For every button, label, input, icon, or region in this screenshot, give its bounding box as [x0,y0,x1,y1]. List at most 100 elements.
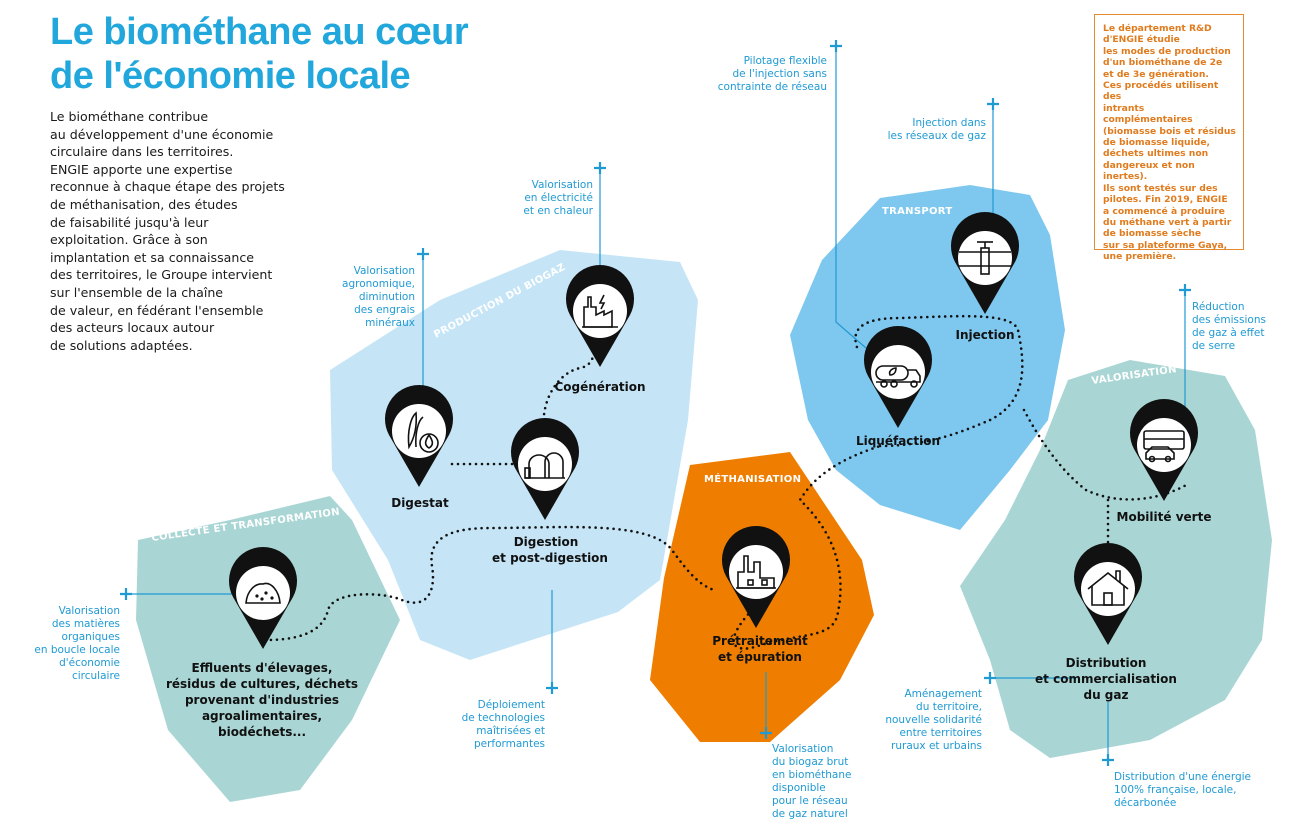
label-line: biodéchets... [218,725,306,739]
rnd-line: d'ENGIE étudie [1103,34,1180,46]
annotation-lines [126,46,1186,760]
annotation-line: ruraux et urbains [891,740,982,752]
annotation-line: du territoire, [916,701,982,713]
annotation-line: des émissions [1192,314,1266,326]
annotation-line: Déploiement [478,699,545,711]
annotation-line: de l'injection sans [733,68,827,80]
annotation-technologies: Déploiement de technologies maîtrisées e… [462,699,545,750]
rnd-line: Ces procédés utilisent des [1103,80,1219,103]
label-liquefaction: Liquéfaction [856,434,940,448]
title-line-1: Le biométhane au cœur [50,11,469,53]
rnd-line: de biomasse liquide, [1103,137,1211,149]
rnd-line: sur sa plateforme Gaya, [1103,239,1228,251]
label-injection: Injection [955,328,1014,342]
manure-pile-icon [245,582,281,604]
intro-line: des acteurs locaux autour [50,320,215,336]
intro-line: de faisabilité jusqu'à leur [50,214,209,230]
annotation-pilotage: Pilotage flexible de l'injection sans co… [718,55,827,93]
annotation-line: en biométhane [772,769,851,781]
label-line: Effluents d'élevages, [192,661,333,675]
tanker-truck-icon [875,365,921,388]
intro-line: au développement d'une économie [50,126,274,142]
annotation-line: du biogaz brut [772,756,848,768]
purification-plant-icon [736,555,776,589]
annotation-line: de serre [1192,340,1235,352]
digester-icon [524,452,565,479]
rnd-line: du méthane vert à partir [1103,216,1232,228]
rnd-line: de biomasse sèche [1103,228,1202,240]
page-title: Le biométhane au cœur de l'économie loca… [50,10,469,98]
annotation-line: d'économie [59,657,120,669]
annotation-line: et en chaleur [523,205,593,217]
label-line: agroalimentaires, [202,709,322,723]
annotation-line: nouvelle solidarité [885,714,982,726]
annotation-line: des engrais [354,304,415,316]
stage-pin-mobilite [1130,399,1198,501]
zone-title-methanisation: MÉTHANISATION [704,472,801,485]
label-pretraitement-1: Prétraitement [712,634,808,648]
rnd-line: dangereux et non inertes). [1103,159,1195,183]
annotation-line: de technologies [462,712,545,724]
power-plant-icon [582,294,618,328]
label-mobilite: Mobilité verte [1117,510,1212,524]
label-distribution-2: et commercialisation [1035,672,1177,686]
annotation-line: en électricité [524,192,593,204]
annotation-amenagement: Aménagement du territoire, nouvelle soli… [885,688,982,752]
crop-drop-icon [407,411,439,453]
annotation-line: Valorisation [59,605,120,617]
rnd-info-box: Le département R&D d'ENGIE étudie les mo… [1094,14,1244,262]
annotation-line: organiques [62,631,120,643]
rnd-line: d'un biométhane de 2e [1103,57,1223,69]
label-line: provenant d'industries [185,693,339,707]
intro-line: circulaire dans les territoires. [50,144,234,160]
rnd-line: Ils sont testés sur des [1103,182,1218,194]
label-effluents: Effluents d'élevages, résidus de culture… [166,661,358,739]
intro-line: Le biométhane contribue [50,109,209,124]
stage-pin-effluents [229,547,297,649]
stage-pin-digestion [511,418,579,520]
label-digestion-2: et post-digestion [492,551,608,565]
annotation-line: de gaz naturel [772,808,848,820]
annotation-line: en boucle locale [34,644,120,656]
annotation-line: Distribution d'une énergie [1114,771,1251,783]
title-line-2: de l'économie locale [50,55,411,97]
stage-pin-distribution [1074,543,1142,645]
annotation-line: agronomique, [342,278,415,290]
annotation-line: les réseaux de gaz [888,130,987,142]
annotation-line: Valorisation [532,179,593,191]
intro-line: des territoires, le Groupe intervient [50,267,273,283]
annotation-line: disponible [772,782,826,794]
flow-path [263,314,1190,650]
stage-pin-pretraitement [722,526,790,628]
zone-title-transport: TRANSPORT [882,206,952,217]
annotation-line: décarbonée [1114,797,1176,809]
annotation-line: minéraux [365,317,415,329]
rnd-line: et de 3e génération. [1103,68,1209,80]
intro-line: de méthanisation, des études [50,196,238,212]
rnd-line: pilotes. Fin 2019, ENGIE [1103,194,1228,206]
intro-line: implantation et sa connaissance [50,249,255,265]
annotation-electricite: Valorisation en électricité et en chaleu… [523,179,593,217]
house-icon [1087,570,1129,606]
label-line: résidus de cultures, déchets [166,677,358,691]
annotation-reduction: Réduction des émissions de gaz à effet d… [1192,301,1266,352]
intro-line: reconnue à chaque étape des projets [50,179,285,195]
annotation-line: Valorisation [772,743,833,755]
rnd-line: (biomasse bois et résidus [1103,125,1236,137]
annotation-line: performantes [474,738,545,750]
intro-line: sur l'ensemble de la chaîne [50,284,224,300]
gas-valve-icon [959,241,1011,275]
label-pretraitement-2: et épuration [718,650,802,664]
label-digestion-1: Digestion [514,535,579,549]
intro-line: ENGIE apporte une expertise [50,161,233,177]
annotation-matieres: Valorisation des matières organiques en … [34,605,120,682]
annotation-injection-reseaux: Injection dans les réseaux de gaz [888,117,987,142]
stage-pin-liquefaction [864,326,932,428]
rnd-line: déchets ultimes non [1103,148,1209,160]
annotation-line: Réduction [1192,301,1245,313]
intro-line: exploitation. Grâce à son [50,232,208,248]
annotation-line: entre territoires [899,727,982,739]
rnd-line: a commencé à produire [1103,205,1225,217]
intro-paragraph: Le biométhane contribue au développement… [50,108,300,354]
